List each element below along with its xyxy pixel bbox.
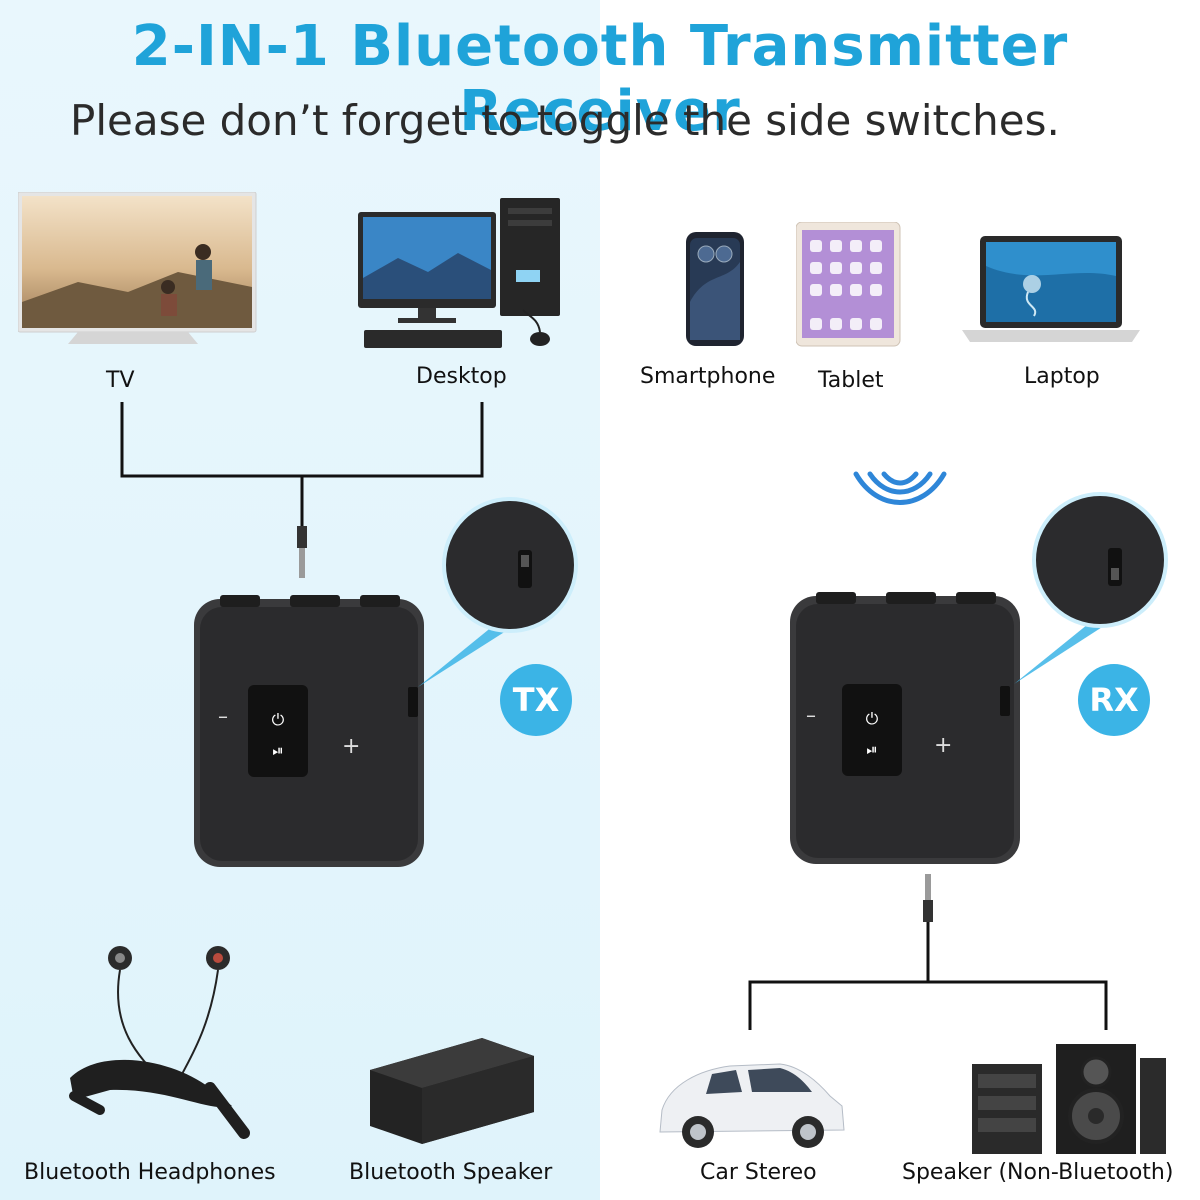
laptop-label: Laptop	[1024, 364, 1100, 389]
tx-mode-badge: TX	[500, 664, 572, 736]
tv-label: TV	[106, 368, 135, 393]
tx-device: ⏻ ⏯ – +	[194, 595, 424, 867]
bluetooth-headphones-label: Bluetooth Headphones	[24, 1160, 276, 1185]
tablet-label: Tablet	[818, 368, 884, 393]
neckband-headphones-icon	[69, 946, 250, 1139]
speaker-non-bluetooth-label: Speaker (Non-Bluetooth)	[902, 1160, 1174, 1185]
tablet-icon	[796, 222, 901, 347]
desktop-computer-icon	[358, 198, 560, 348]
stereo-speaker-icon	[972, 1044, 1166, 1154]
rx-switch-zoom-callout	[1014, 492, 1168, 684]
tx-switch-zoom-callout	[418, 497, 578, 687]
bluetooth-speaker-label: Bluetooth Speaker	[349, 1160, 553, 1185]
svg-text:+: +	[342, 734, 360, 759]
svg-text:+: +	[934, 733, 952, 758]
rx-device: ⏻ ⏯ – +	[790, 592, 1020, 864]
desktop-label: Desktop	[416, 364, 507, 389]
svg-text:–: –	[806, 703, 816, 727]
rx-mode-badge: RX	[1078, 664, 1150, 736]
tx-input-cable	[120, 402, 484, 578]
smartphone-label: Smartphone	[640, 364, 776, 389]
svg-text:⏻: ⏻	[866, 709, 879, 728]
car-icon	[659, 1063, 845, 1148]
tv-icon	[18, 192, 257, 344]
laptop-icon	[962, 236, 1140, 342]
svg-text:⏯: ⏯	[272, 743, 283, 759]
page-title: 2-IN-1 Bluetooth Transmitter Receiver	[131, 14, 1069, 144]
svg-text:⏯: ⏯	[866, 742, 877, 758]
bluetooth-speaker-icon	[370, 1038, 534, 1144]
svg-text:–: –	[218, 704, 228, 728]
smartphone-icon	[686, 232, 744, 346]
page-subtitle: Please don’t forget to toggle the side s…	[70, 96, 1060, 145]
wireless-signal-icon	[853, 471, 947, 505]
svg-text:⏻: ⏻	[272, 710, 285, 729]
rx-output-cable	[748, 874, 1108, 1030]
car-stereo-label: Car Stereo	[700, 1160, 817, 1185]
